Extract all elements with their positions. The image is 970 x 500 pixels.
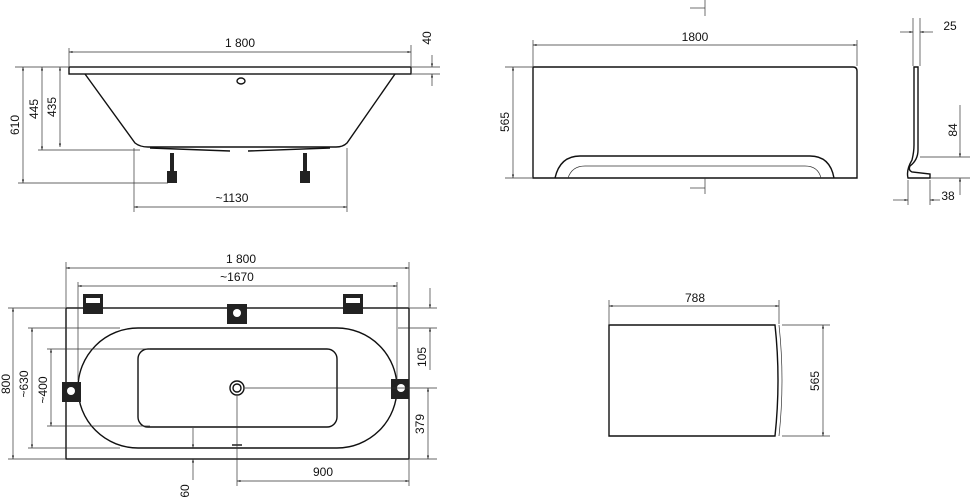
tub-body <box>84 73 396 148</box>
end-panel-view: 788 565 <box>608 291 830 437</box>
dim-profile-top: 25 <box>943 19 957 33</box>
dim-height-total: 610 <box>8 115 22 135</box>
dim-offset-105: 105 <box>415 347 429 367</box>
dim-panel-length: 1800 <box>682 30 709 44</box>
dim-plan-width: 800 <box>0 374 13 394</box>
tub-base <box>149 147 331 152</box>
dim-height-435: 435 <box>45 97 59 117</box>
foot-right <box>300 153 310 183</box>
bracket-left <box>62 382 81 402</box>
dim-offset-60: 60 <box>178 484 192 498</box>
panel-profile-view: 25 84 38 <box>893 18 970 205</box>
dim-plan-length: 1 800 <box>226 252 256 266</box>
front-panel <box>532 66 858 179</box>
dim-profile-foot-depth: 38 <box>941 189 955 203</box>
bracket-top-left <box>83 294 103 314</box>
panel-profile <box>906 66 931 179</box>
foot-left <box>167 153 177 183</box>
end-panel <box>608 324 779 437</box>
dim-plan-inner-length: ~1670 <box>220 270 254 284</box>
dim-end-panel-width: 788 <box>685 291 705 305</box>
front-panel-view: 1800 565 <box>498 0 858 194</box>
bracket-top-center <box>227 304 247 324</box>
overflow-hole <box>236 77 246 85</box>
dim-length: 1 800 <box>225 36 255 50</box>
side-view: 1 800 40 610 445 435 ~1130 <box>8 31 440 212</box>
dim-end-panel-height: 565 <box>808 371 822 391</box>
dim-profile-foot-height: 84 <box>946 123 960 137</box>
dim-panel-height: 565 <box>498 112 512 132</box>
dim-plan-bottom-width: ~400 <box>36 376 50 403</box>
drain-icon <box>229 380 245 396</box>
bracket-top-right <box>343 294 363 314</box>
dim-drain-379: 379 <box>413 414 427 434</box>
dim-height-445: 445 <box>27 99 41 119</box>
panel-recess <box>554 155 835 179</box>
dim-drain-900: 900 <box>313 465 333 479</box>
plan-view: 1 800 ~1670 800 ~630 ~400 105 379 900 60 <box>0 252 437 498</box>
tub-rim <box>68 66 412 75</box>
dim-feet-spacing: ~1130 <box>216 191 249 205</box>
dim-plan-inner-width: ~630 <box>17 370 31 397</box>
dim-rim: 40 <box>420 31 434 45</box>
bracket-right <box>391 379 409 399</box>
